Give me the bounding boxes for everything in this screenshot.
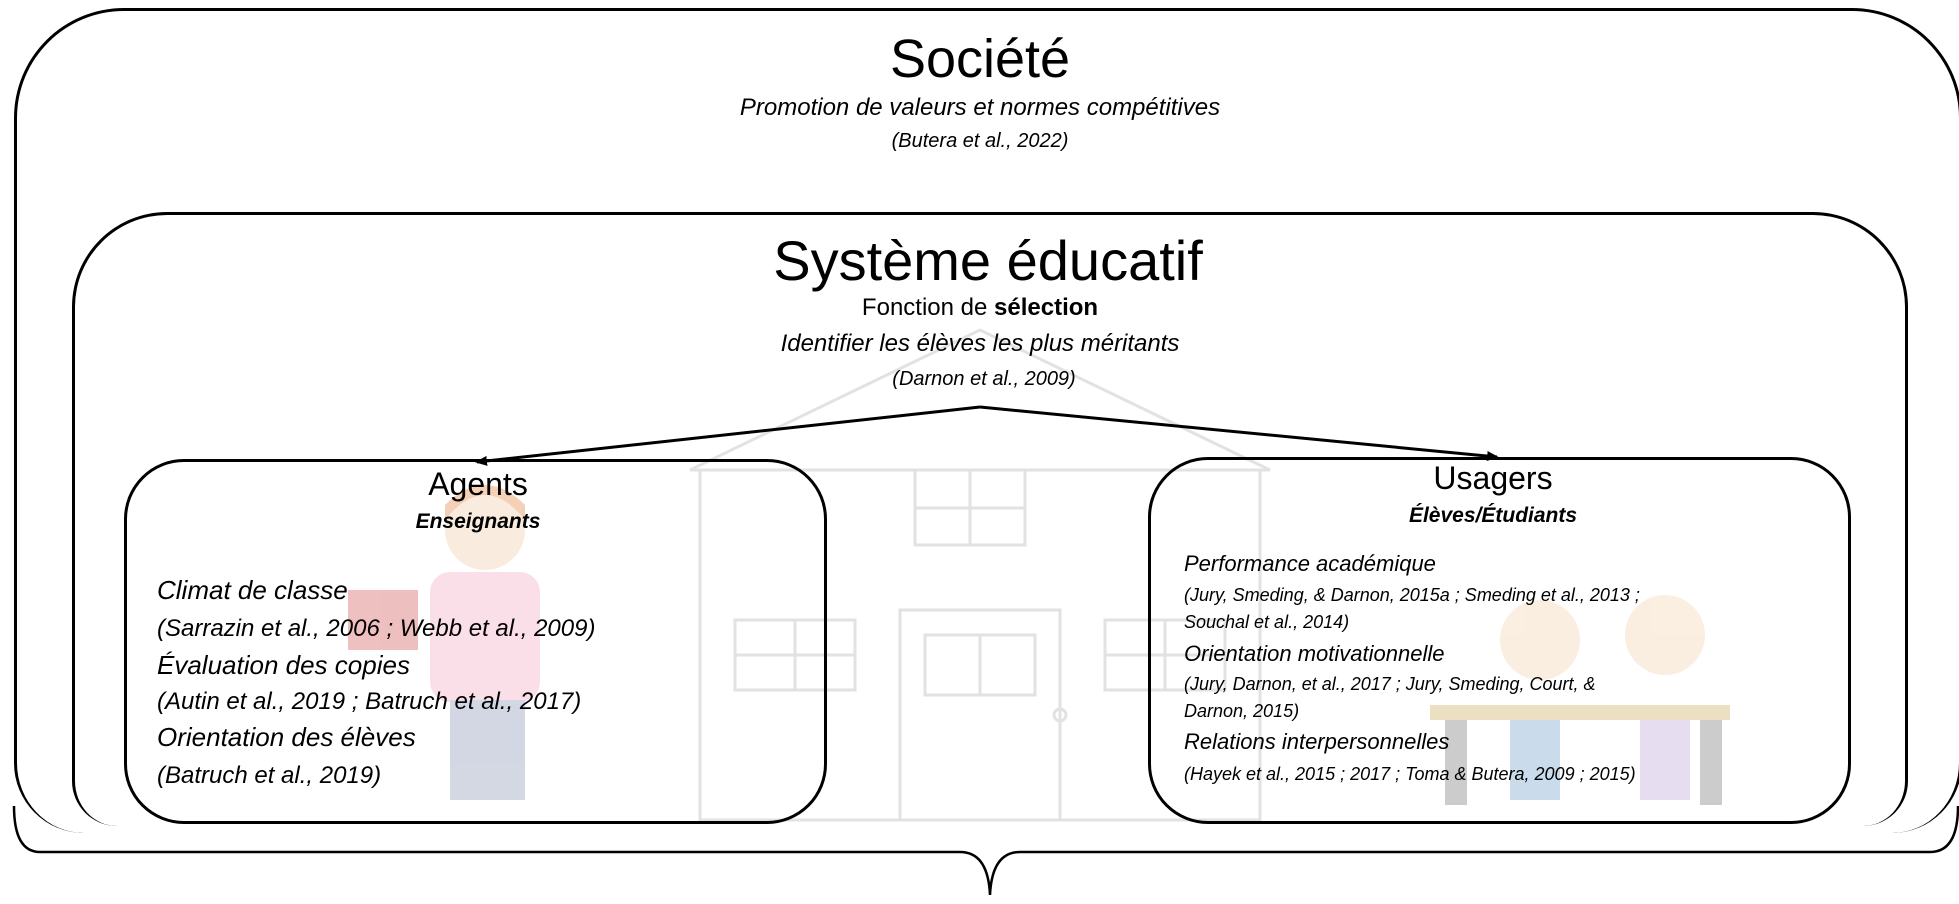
- students-illustration: [1430, 595, 1730, 805]
- agent-item-label: Climat de classe: [157, 575, 348, 605]
- arrow-to-agents: [475, 405, 981, 466]
- usager-item-label: Performance académique: [1184, 551, 1436, 576]
- agent-item-label: Orientation des élèves: [157, 722, 416, 752]
- usagers-title: Usagers: [1433, 460, 1553, 496]
- societe-container: [14, 8, 1959, 833]
- usager-item-citation: Darnon, 2015): [1184, 701, 1300, 721]
- systeme-function-prefix: Fonction de: [861, 294, 995, 321]
- societe-citation: (Butera et al., 2022): [891, 130, 1069, 152]
- arrow-to-usagers: [979, 405, 1499, 462]
- usager-item-label: Relations interpersonnelles: [1184, 729, 1450, 754]
- agent-item-citation: (Autin et al., 2019 ; Batruch et al., 20…: [157, 688, 582, 715]
- systeme-educatif-container: [72, 212, 1908, 826]
- teacher-illustration: [348, 485, 540, 800]
- systeme-function-bold: sélection: [994, 294, 1099, 321]
- usager-item-label: Orientation motivationnelle: [1184, 641, 1445, 666]
- usagers-subtitle: Élèves/Étudiants: [1408, 504, 1578, 527]
- systeme-function: Fonction de sélection: [862, 294, 1098, 322]
- agent-item-citation: (Sarrazin et al., 2006 ; Webb et al., 20…: [157, 615, 596, 642]
- societe-title: Société: [889, 29, 1071, 89]
- agents-subtitle: Enseignants: [415, 510, 541, 533]
- agents-box: [124, 459, 827, 824]
- agent-item-citation: (Batruch et al., 2019): [157, 762, 382, 789]
- agent-item-label: Évaluation des copies: [157, 650, 410, 680]
- school-building-illustration: [689, 328, 1271, 822]
- usagers-box: [1148, 457, 1851, 824]
- usager-item-citation: (Hayek et al., 2015 ; 2017 ; Toma & Bute…: [1184, 764, 1636, 784]
- systeme-citation: (Darnon et al., 2009): [892, 368, 1076, 390]
- agents-title: Agents: [428, 466, 528, 502]
- societe-subtitle: Promotion de valeurs et normes compétiti…: [739, 94, 1221, 121]
- usager-item-citation: (Jury, Smeding, & Darnon, 2015a ; Smedin…: [1184, 585, 1640, 605]
- bottom-brace: [12, 805, 1959, 896]
- systeme-subtitle: Identifier les élèves les plus méritants: [780, 330, 1180, 357]
- usager-item-citation: (Jury, Darnon, et al., 2017 ; Jury, Smed…: [1184, 674, 1596, 694]
- usager-item-citation: Souchal et al., 2014): [1184, 612, 1350, 632]
- systeme-title: Système éducatif: [773, 229, 1203, 292]
